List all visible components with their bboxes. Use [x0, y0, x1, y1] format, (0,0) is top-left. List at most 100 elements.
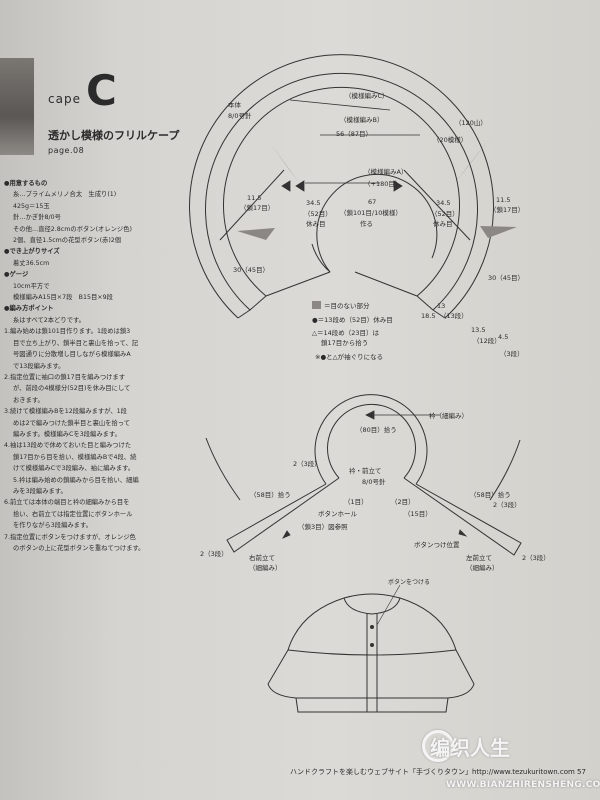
- right-armhole-width: 34.5: [436, 199, 450, 207]
- watermark-logo-icon: [422, 730, 454, 762]
- cape-outer-edge: [189, 54, 494, 319]
- instruction-line: 針…かぎ針8/0号: [13, 214, 61, 222]
- sleeve-gusset-left-lower: [237, 228, 275, 240]
- right-armhole-stitches: （52目）: [431, 210, 459, 218]
- instruction-line: が、前段の4模様分(52目)を休み目にして: [13, 385, 131, 393]
- body-label: 本体: [228, 100, 242, 109]
- instruction-line: 糸はすべて2本どりです。: [13, 316, 85, 324]
- left-armhole-width: 34.5: [306, 199, 320, 207]
- button-position: ボタンつけ位置: [414, 540, 460, 549]
- instructions-column: ●用意するもの糸…プライムメリノ合太 生成り(1) 425g＝15玉針…かぎ針8/…: [4, 178, 172, 554]
- watermark-brand: 编织人生: [430, 736, 510, 760]
- body-needle-label: 8/0号針: [228, 111, 252, 120]
- center-chain: （鎖101目/10模様）: [340, 208, 402, 217]
- legend-pickup-b: 鎖17目から拾う: [321, 338, 368, 347]
- left-sleeve-width: 11.5: [247, 194, 261, 202]
- instruction-line: を作りながら3段編みます。: [13, 522, 92, 530]
- right-band-pickup: （58目）拾う: [470, 490, 511, 499]
- instruction-line: 2個、直径1.5cmの花型ボタン(赤)2個: [13, 237, 122, 245]
- legend-swatch: [312, 301, 321, 309]
- collar-outer: [314, 394, 428, 485]
- cape-photo-thumbnail: [0, 58, 34, 155]
- instruction-line: みを3段編みます。: [13, 487, 67, 495]
- instruction-line: 4.袖は13段めで休めておいた目と編みつけた: [4, 442, 132, 450]
- pattern-a-count: （+180目）: [364, 180, 401, 188]
- legend-pickup-a: △＝14段め（23目）は: [312, 328, 380, 337]
- buttonhole-chain: （鎖3目）図参照: [298, 522, 348, 531]
- instruction-line: 1.編み始めは鎖101目作ります。1段めは鎖3: [4, 328, 131, 336]
- instruction-line: 糸…プライムメリノ合太 生成り(1): [13, 191, 117, 199]
- instruction-line: のボタンの上に花型ボタンを重ねてつけます。: [13, 545, 145, 552]
- page-reference: page.08: [48, 146, 85, 155]
- watermark-url: WWW.BIANZHIRENSHENG.COM: [446, 780, 600, 790]
- instruction-line: その他…直径2.8cmのボタン(オレンジ色): [13, 225, 132, 233]
- button-dot-upper: [370, 625, 374, 629]
- cape-label: cape: [48, 92, 81, 106]
- collar-pickup: （80目）拾う: [356, 425, 397, 434]
- button-dot-lower: [370, 643, 374, 647]
- instruction-line: 目で立ち上がり、鎖半目と裏山を拾って、記: [13, 339, 139, 347]
- instruction-line: 着丈36.5cm: [13, 259, 50, 267]
- instruction-line: で13段編みます。: [13, 362, 65, 370]
- left-armhole-stitches: （52目）: [304, 210, 332, 218]
- cape-sketch: [267, 593, 475, 713]
- left-band-one: （1目）: [344, 498, 368, 506]
- pattern-a-label: （模様編みA）: [364, 167, 407, 176]
- sleeve-gusset-left-upper: [268, 140, 300, 184]
- sketch-button-label: ボタンをつける: [388, 578, 430, 586]
- pattern-b-count: 56（87目）: [336, 130, 372, 138]
- b-length: 13.5: [471, 326, 485, 334]
- instruction-line: ●ゲージ: [4, 271, 29, 279]
- instruction-line: 3.続けて模様編みBを12段編みますが、1段: [4, 408, 127, 416]
- instruction-line: めは2で編みつけた鎖半目と裏山を拾って: [13, 419, 131, 427]
- instruction-line: 鎖17目から目を拾い、模様編みBで4段、続: [13, 453, 137, 461]
- right-front-band: 右前立て: [249, 553, 275, 562]
- pattern-c-label: （模様編みC）: [345, 91, 389, 100]
- left-front-band: 左前立て: [466, 553, 492, 562]
- collar-inner: [327, 403, 416, 479]
- right-front-band-type: （細編み）: [249, 563, 282, 572]
- a-length: 18.5: [421, 312, 435, 320]
- instruction-line: 模様編みA15目×7段 B15目×9段: [13, 294, 113, 302]
- instruction-line: けて模様編みCで3段編み、袖に編みます。: [13, 465, 135, 473]
- a-rows: （13段）: [440, 311, 468, 320]
- instruction-line: ●でき上がりサイズ: [4, 248, 60, 256]
- left-rest-stitches: 休み目: [306, 219, 326, 228]
- instruction-line: 拾い、右前立ては指定位置にボタンホール: [13, 510, 133, 518]
- left-front-band-type: （細編み）: [466, 563, 499, 572]
- right-front-length: 30（45目）: [488, 274, 524, 282]
- page-footer: ハンドクラフトを楽しむウェブサイト「手づくりタウン」http://www.tez…: [290, 768, 586, 776]
- instruction-line: ●用意するもの: [4, 180, 48, 187]
- legend-no-stitch: ＝目のない部分: [324, 301, 370, 310]
- right-rest-stitches: 休み目: [433, 219, 453, 228]
- pattern-title: 透かし模様のフリルケープ: [48, 129, 180, 142]
- left-band-bottom-rows: 2（3段）: [200, 549, 228, 558]
- left-band-pickup: （58目）拾う: [250, 490, 291, 499]
- instruction-line: 10cm平方で: [13, 282, 50, 290]
- center-make: 作る: [360, 219, 373, 228]
- instruction-line: おきます。: [13, 396, 44, 404]
- right-sleeve-chain: （鎖17目）: [490, 205, 524, 214]
- legend-armhole-note: ※●と△が袖ぐりになる: [315, 352, 383, 361]
- collar-label: 衿（細編み）: [429, 411, 468, 420]
- pattern-c-repeats: （20模様）: [433, 135, 467, 144]
- sleeve-gusset-right-lower: [480, 226, 517, 238]
- instruction-line: 6.前立ては本体の端目と衿の細編みから目を: [4, 499, 130, 507]
- instruction-line: 425g＝15玉: [13, 202, 50, 210]
- instruction-line: 編みます。模様編みCを3段編みます。: [13, 430, 121, 438]
- collar-front-needle: 8/0号針: [362, 477, 386, 486]
- instruction-line: 7.指定位置にボタンをつけますが、オレンジ色: [4, 533, 136, 541]
- instruction-line: 号図通りに分散増し目しながら模様編みA: [13, 351, 131, 359]
- buttonhole-label: ボタンホール: [318, 509, 358, 518]
- left-front-length: 30（45目）: [233, 266, 269, 274]
- pattern-b-label: （模様編みB）: [340, 115, 383, 124]
- neck-opening: [316, 173, 438, 273]
- right-band-fifteen: （15目）: [404, 510, 432, 518]
- c-length: 4.5: [498, 333, 508, 341]
- right-sleeve-width: 11.5: [496, 196, 510, 204]
- collar-front-title: 衿・前立て: [349, 466, 382, 475]
- instruction-line: 5.衿は編み始めの鎖編みから目を拾い、細編: [13, 476, 139, 484]
- legend-rest: ●＝13段め（52目）休み目: [312, 315, 393, 324]
- instruction-line: 2.指定位置に袖口の鎖17目を編みつけます: [4, 373, 126, 381]
- c-rows: （3段）: [500, 349, 524, 358]
